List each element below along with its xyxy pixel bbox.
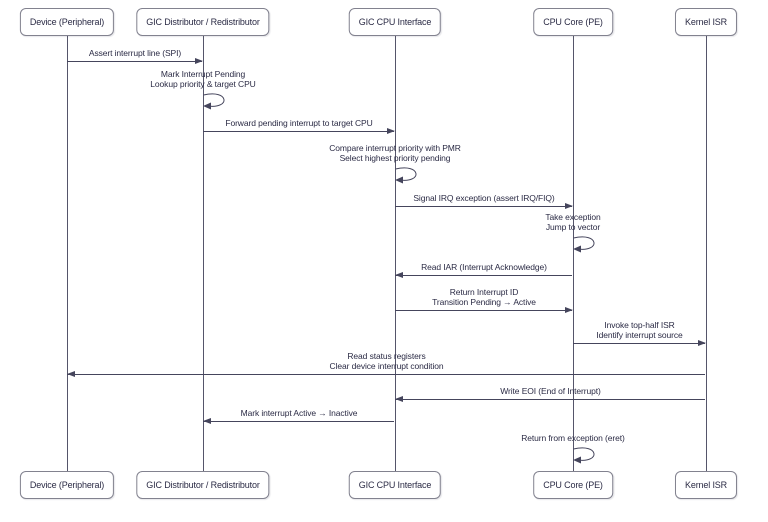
message-line-cpu-to-gicc (395, 275, 572, 276)
participant-box-gicc-bottom: GIC CPU Interface (348, 471, 442, 499)
arrowhead-icon (698, 340, 706, 346)
message-line-gicc-to-cpu (395, 206, 572, 207)
message-label-line: Compare interrupt priority with PMR (329, 143, 461, 153)
message-label-line: Identify interrupt source (596, 330, 683, 340)
message-label-line: Forward pending interrupt to target CPU (225, 118, 373, 128)
participant-box-kernel-top: Kernel ISR (674, 8, 738, 36)
message-label: Signal IRQ exception (assert IRQ/FIQ) (413, 193, 554, 203)
message-line-gicd-to-gicc (203, 131, 394, 132)
message-label: Assert interrupt line (SPI) (89, 48, 181, 58)
message-label-line: Transition Pending → Active (432, 297, 536, 307)
message-line-kernel-to-gicc (395, 399, 705, 400)
self-loop-gicd (203, 93, 225, 110)
arrowhead-icon (395, 272, 403, 278)
arrowhead-icon (195, 58, 203, 64)
message-label: Write EOI (End of Interrupt) (500, 386, 601, 396)
message-label-line: Assert interrupt line (SPI) (88, 48, 182, 58)
message-line-device-to-gicd (67, 61, 202, 62)
message-line-gicc-to-cpu (395, 310, 572, 311)
arrowhead-icon (67, 371, 75, 377)
message-label-line: Return Interrupt ID (449, 287, 519, 297)
participant-box-cpu-top: CPU Core (PE) (533, 8, 613, 36)
lifeline-kernel (706, 36, 707, 471)
arrowhead-icon (203, 418, 211, 424)
participant-box-gicd-top: GIC Distributor / Redistributor (136, 8, 270, 36)
message-line-gicc-to-gicd (203, 421, 394, 422)
arrowhead-icon (387, 128, 395, 134)
arrowhead-icon (395, 396, 403, 402)
message-label: Return from exception (eret) (521, 433, 625, 443)
message-label-line: Read status registers (347, 351, 426, 361)
lifeline-gicc (395, 36, 396, 471)
participant-box-cpu-bottom: CPU Core (PE) (533, 471, 613, 499)
message-label-line: Invoke top-half ISR (604, 320, 675, 330)
self-loop-cpu (573, 236, 595, 253)
message-label-line: Mark Interrupt Pending (160, 69, 246, 79)
lifeline-device (67, 36, 68, 471)
message-line-kernel-to-device (67, 374, 705, 375)
participant-box-kernel-bottom: Kernel ISR (674, 471, 738, 499)
message-label-line: Return from exception (eret) (521, 433, 625, 443)
message-label-line: Mark interrupt Active → Inactive (240, 408, 358, 418)
self-loop-cpu (573, 447, 595, 464)
lifeline-cpu (573, 36, 574, 471)
message-label: Forward pending interrupt to target CPU (225, 118, 372, 128)
message-label-line: Take exception (545, 212, 601, 222)
participant-box-device-bottom: Device (Peripheral) (19, 471, 115, 499)
message-label: Read IAR (Interrupt Acknowledge) (421, 262, 547, 272)
message-label-line: Lookup priority & target CPU (150, 79, 256, 89)
self-loop-gicc (395, 167, 417, 184)
arrowhead-icon (565, 203, 573, 209)
participant-box-gicc-top: GIC CPU Interface (348, 8, 442, 36)
lifeline-gicd (203, 36, 204, 471)
message-label-line: Jump to vector (545, 222, 601, 232)
message-label-line: Clear device interrupt condition (329, 361, 444, 371)
participant-box-gicd-bottom: GIC Distributor / Redistributor (136, 471, 270, 499)
message-label: Mark interrupt Active → Inactive (241, 408, 358, 418)
message-label-line: Signal IRQ exception (assert IRQ/FIQ) (413, 193, 555, 203)
message-label-line: Write EOI (End of Interrupt) (500, 386, 601, 396)
message-line-cpu-to-kernel (573, 343, 705, 344)
arrowhead-icon (565, 307, 573, 313)
message-label-line: Read IAR (Interrupt Acknowledge) (421, 262, 547, 272)
message-label-line: Select highest priority pending (339, 153, 451, 163)
participant-box-device-top: Device (Peripheral) (19, 8, 115, 36)
